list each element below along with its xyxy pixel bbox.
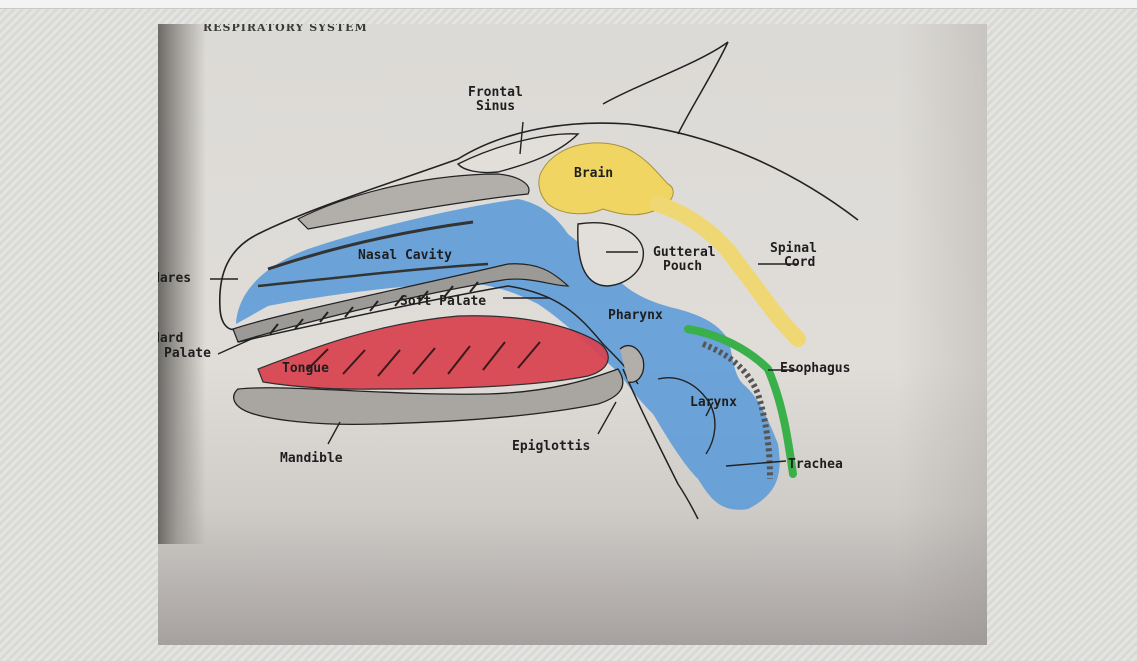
epiglottis [619,345,645,383]
label-spinal-cord-line1: Spinal [770,241,817,256]
larynx-outline [657,377,716,455]
label-hard-palate-line2: Palate [164,346,211,361]
nasal-cavity-region [236,199,780,510]
soft-palate-line [237,285,639,385]
page-shadow-left [158,24,206,544]
page-shadow-right [897,24,987,645]
tongue-striations [307,341,541,377]
label-brain: Brain [574,166,613,181]
spinal-cord [650,196,806,347]
frontal-sinus [456,133,580,174]
label-pharynx: Pharynx [608,308,663,323]
label-spinal-cord-line2: Cord [784,255,815,270]
label-hard-palate-line1: Hard [158,331,183,346]
label-nasal-cavity: Nasal Cavity [358,248,452,263]
trachea-rings [701,341,773,480]
label-esophagus: Esophagus [780,361,850,376]
hard-palate-strip [232,263,570,343]
label-nares: Nares [158,271,191,286]
nasal-bone [296,173,530,230]
label-larynx: Larynx [690,395,737,410]
label-gutteral-pouch-line2: Pouch [663,259,702,274]
horse-head-diagram: Frontal Sinus Brain Nasal Cavity Guttera… [158,41,859,520]
mandible-bone [233,368,624,426]
palate-ridges [269,281,479,335]
label-frontal-sinus-line1: Frontal [468,85,523,100]
label-frontal-sinus-line2: Sinus [476,99,515,114]
diagram-photo: RESPIRATORY SYSTEM [158,24,987,645]
label-mandible: Mandible [280,451,343,466]
diagram-caption: RESPIRATORY SYSTEM [203,24,368,34]
turbinate-upper [267,220,474,271]
tongue-region [257,315,609,390]
esophagus-band [684,325,797,478]
head-outline [218,122,859,331]
leader-lines [210,121,798,467]
label-trachea: Trachea [788,457,843,472]
top-bar [0,0,1137,9]
label-soft-palate: Soft Palate [400,294,486,309]
gutteral-pouch [577,222,644,287]
label-epiglottis: Epiglottis [512,439,590,454]
ear-outline [602,41,729,135]
throat-outline [622,368,699,520]
turbinate-lower [257,262,489,288]
label-tongue: Tongue [282,361,329,376]
label-gutteral-pouch-line1: Gutteral [653,245,716,260]
